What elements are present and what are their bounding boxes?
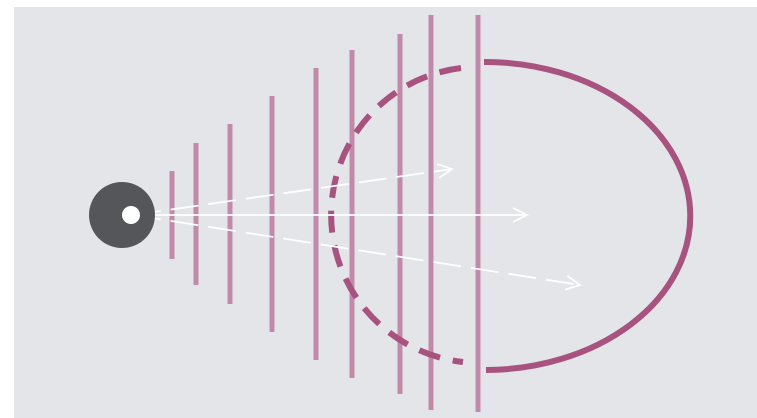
ray-arrows [132, 163, 582, 291]
source-center-dot [122, 206, 140, 224]
current-boundary-semicircle [483, 58, 694, 373]
wavefront-lines [169, 15, 481, 412]
source [89, 182, 155, 248]
upper-ray-dashed [132, 163, 454, 216]
